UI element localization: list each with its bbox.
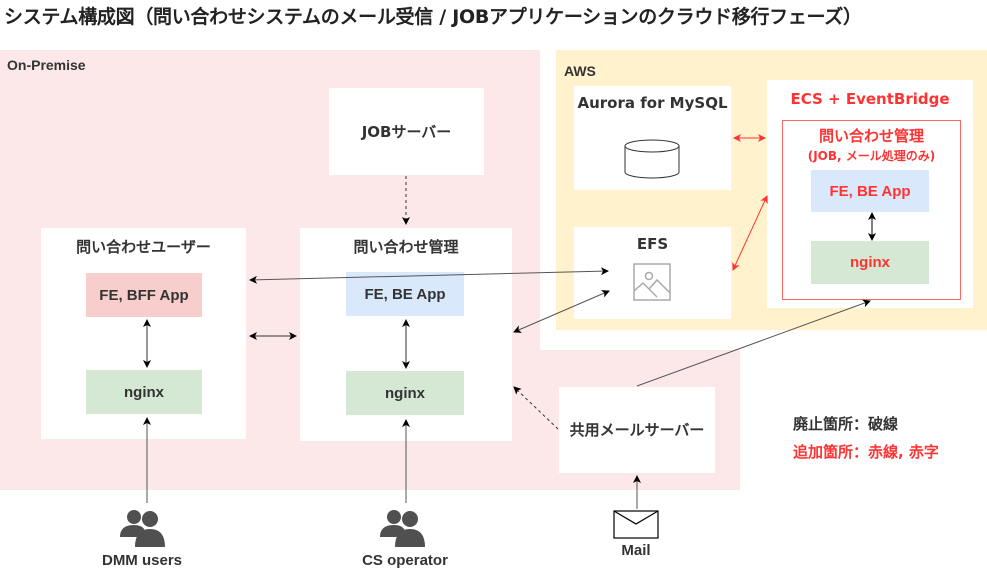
job-server-node[interactable]: JOBサーバー xyxy=(329,88,484,175)
aurora-node[interactable]: Aurora for MySQL xyxy=(574,86,731,190)
envelope-icon xyxy=(613,510,659,539)
legend-added: 追加箇所：赤線, 赤字 xyxy=(793,443,939,461)
cs-operator-label: CS operator xyxy=(362,552,448,569)
legend-removed: 廃止箇所：破線 xyxy=(793,415,899,433)
ecs-label: ECS + EventBridge xyxy=(790,90,950,108)
mail-label: Mail xyxy=(621,542,651,559)
inquiry-admin-label: 問い合わせ管理 xyxy=(353,238,459,256)
efs-label: EFS xyxy=(636,235,669,253)
dmm-users-label: DMM users xyxy=(101,552,183,569)
inquiry-user-label: 問い合わせユーザー xyxy=(76,238,211,256)
fe-be-app-onprem[interactable]: FE, BE App xyxy=(346,272,464,316)
mail-server-label: 共用メールサーバー xyxy=(569,421,705,439)
fe-be-app-ecs[interactable]: FE, BE App xyxy=(811,170,929,212)
diagram-title: システム構成図（問い合わせシステムのメール受信 / JOBアプリケーションのクラ… xyxy=(4,6,862,28)
inquiry-admin-node[interactable]: 問い合わせ管理 FE, BE App nginx xyxy=(300,228,512,441)
database-icon xyxy=(624,139,680,179)
nginx-user[interactable]: nginx xyxy=(86,370,202,414)
users-icon xyxy=(120,510,165,547)
aws-label: AWS xyxy=(564,63,596,79)
ecs-node[interactable]: ECS + EventBridge 問い合わせ管理 (JOB, メール処理のみ)… xyxy=(767,80,973,308)
job-server-label: JOBサーバー xyxy=(361,123,452,141)
ecs-service-title: 問い合わせ管理 xyxy=(818,127,924,145)
onprem-label: On-Premise xyxy=(7,57,86,73)
users-icon xyxy=(380,510,425,547)
aurora-label: Aurora for MySQL xyxy=(577,94,728,112)
mail-server-node[interactable]: 共用メールサーバー xyxy=(559,387,715,473)
ecs-service-group[interactable]: 問い合わせ管理 (JOB, メール処理のみ) FE, BE App nginx xyxy=(782,120,961,300)
nginx-admin[interactable]: nginx xyxy=(346,371,464,415)
ecs-service-subtitle: (JOB, メール処理のみ) xyxy=(807,149,936,163)
nginx-ecs[interactable]: nginx xyxy=(811,241,929,284)
efs-node[interactable]: EFS xyxy=(574,227,731,319)
inquiry-user-node[interactable]: 問い合わせユーザー FE, BFF App nginx xyxy=(41,228,246,439)
fe-bff-app[interactable]: FE, BFF App xyxy=(86,273,202,317)
image-icon xyxy=(633,263,671,301)
